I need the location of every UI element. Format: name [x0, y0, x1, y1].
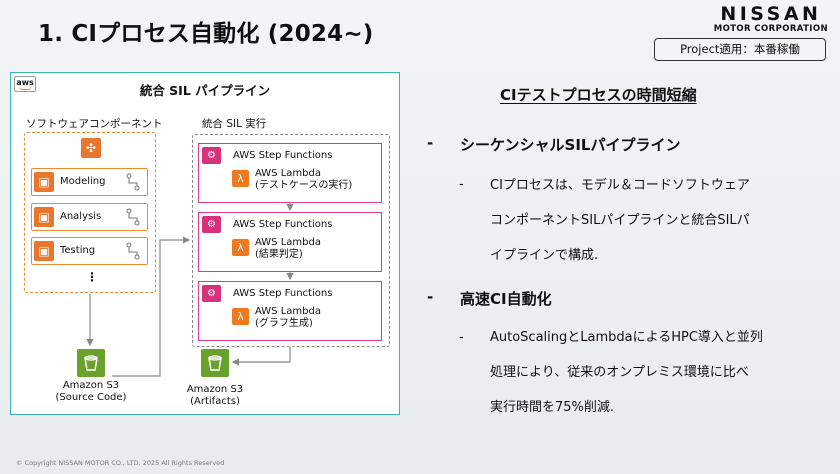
s3-source-label: Amazon S3(Source Code) — [55, 380, 127, 403]
step-box-2: ⚙ AWS Step Functions λ AWS Lambda(結果判定) — [198, 212, 382, 272]
step-functions-icon: ⚙ — [202, 147, 221, 164]
step-functions-icon: ⚙ — [202, 285, 221, 302]
chip-icon: ▣ — [34, 207, 54, 227]
diagram-title: 統合 SIL パイプライン — [139, 83, 271, 98]
sub-bullet-text-2: AutoScalingとLambdaによるHPC導入と並列 処理により、従来のオ… — [490, 330, 763, 415]
component-row-analysis: ▣ Analysis — [31, 203, 148, 231]
exec-group — [192, 134, 390, 347]
step-functions-label: AWS Step Functions — [233, 288, 333, 299]
step-box-1: ⚙ AWS Step Functions λ AWS Lambda(テストケース… — [198, 143, 382, 203]
s3-artifacts-label: Amazon S3(Artifacts) — [186, 384, 244, 407]
copyright: © Copyright NISSAN MOTOR CO., LTD. 2025 … — [16, 459, 225, 467]
lambda-desc: (グラフ生成) — [255, 318, 313, 329]
sub-bullet-text-1: CIプロセスは、モデル＆コードソフトウェア コンポーネントSILパイプラインと統… — [490, 178, 750, 263]
component-group — [24, 132, 156, 293]
flow-icon — [126, 208, 140, 226]
s3-bucket-icon — [77, 349, 105, 377]
brand-sub: MOTOR CORPORATION — [713, 24, 828, 34]
slide-title: 1. CIプロセス自動化 (2024~) — [38, 21, 374, 47]
component-label: Testing — [60, 245, 96, 256]
lambda-label: AWS Lambda(テストケースの実行) — [255, 168, 353, 191]
bullet-title-fast-ci: 高速CI自動化 — [460, 290, 552, 308]
project-status-tag: Project適用：本番稼働 — [654, 38, 826, 61]
brand-name: NISSAN — [720, 3, 822, 25]
step-functions-label: AWS Step Functions — [233, 219, 333, 230]
component-label: Modeling — [60, 176, 106, 187]
lambda-label: AWS Lambda(グラフ生成) — [255, 306, 321, 329]
step-functions-icon: ⚙ — [202, 216, 221, 233]
chip-icon: ▣ — [34, 172, 54, 192]
flow-icon — [126, 173, 140, 191]
bullet-dash: - — [427, 134, 434, 152]
exec-section-label: 統合 SIL 実行 — [202, 118, 267, 130]
more-components-ellipsis: ⋮ — [86, 270, 98, 284]
lambda-desc: (テストケースの実行) — [255, 180, 353, 191]
main-heading: CIテストプロセスの時間短縮 — [500, 86, 697, 104]
sub-bullet-dash: - — [459, 177, 464, 192]
bullet-dash: - — [427, 288, 434, 306]
step-functions-label: AWS Step Functions — [233, 150, 333, 161]
step-box-3: ⚙ AWS Step Functions λ AWS Lambda(グラフ生成) — [198, 281, 382, 341]
component-row-testing: ▣ Testing — [31, 237, 148, 265]
brand-logo: NISSAN MOTOR CORPORATION — [714, 4, 828, 35]
flow-icon — [126, 242, 140, 260]
lambda-icon: λ — [232, 308, 249, 325]
s3-bucket-icon — [201, 349, 229, 377]
component-label: Analysis — [60, 211, 102, 222]
chip-icon: ▣ — [34, 241, 54, 261]
component-row-modeling: ▣ Modeling — [31, 168, 148, 196]
lambda-label: AWS Lambda(結果判定) — [255, 237, 321, 260]
component-hub-icon: ✣ — [81, 138, 101, 158]
lambda-icon: λ — [232, 239, 249, 256]
sub-bullet-dash: - — [459, 330, 464, 345]
aws-logo: aws — [14, 76, 36, 92]
lambda-desc: (結果判定) — [255, 249, 303, 260]
lambda-icon: λ — [232, 170, 249, 187]
bullet-title-sequential: シーケンシャルSILパイプライン — [460, 136, 681, 154]
component-section-label: ソフトウェアコンポーネント — [26, 118, 163, 130]
